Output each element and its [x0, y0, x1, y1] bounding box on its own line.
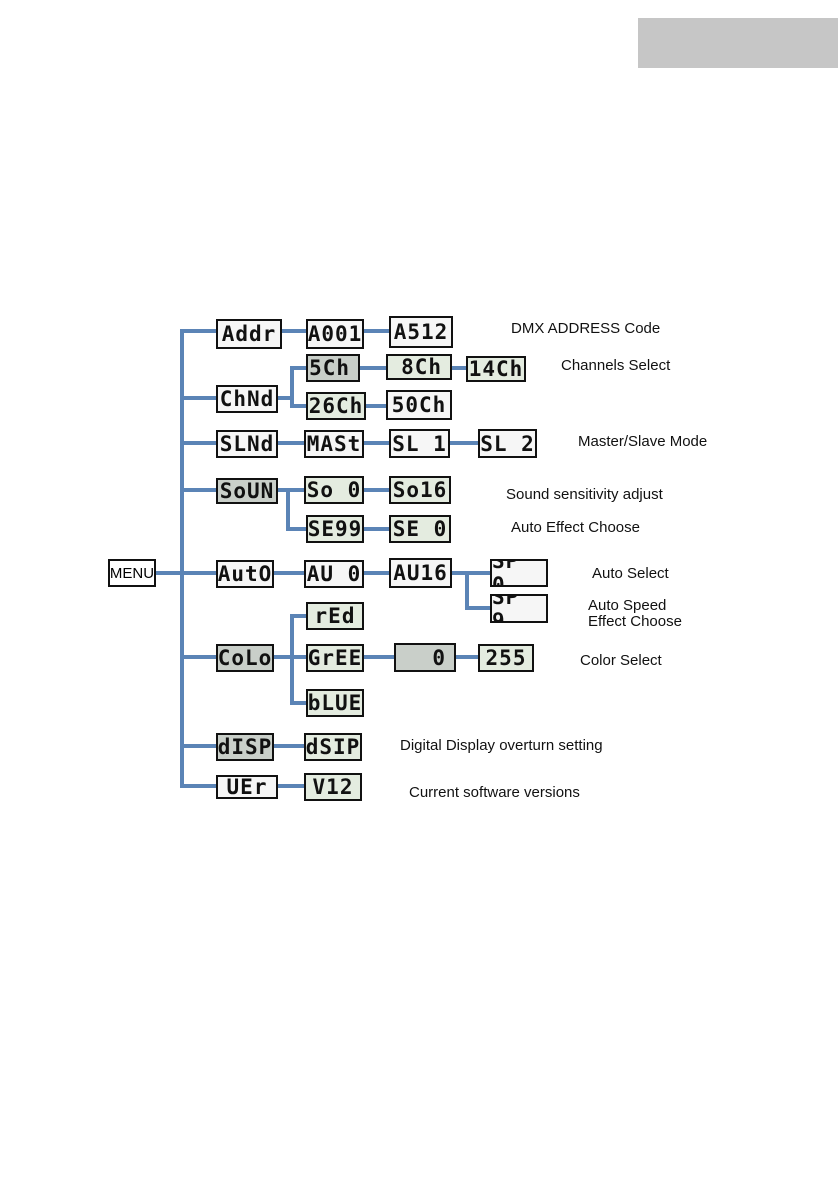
- lcd-a001: A001: [306, 319, 364, 349]
- lcd-sl2-text: SL 2: [480, 431, 535, 456]
- label-auto-effect: Auto Effect Choose: [511, 519, 640, 536]
- lcd-value-255: 255: [478, 644, 534, 672]
- lcd-a512: A512: [389, 316, 453, 348]
- lcd-ver: UEr: [216, 775, 278, 799]
- lcd-sl1-text: SL 1: [392, 431, 447, 456]
- lcd-chnd-text: ChNd: [219, 387, 275, 411]
- lcd-au16-text: AU16: [393, 561, 448, 585]
- lcd-value-0-text: 0: [432, 645, 446, 670]
- lcd-sp0-text: SP 0: [492, 559, 520, 587]
- lcd-ch26: 26Ch: [306, 392, 366, 420]
- lcd-ch50-text: 50Ch: [391, 393, 447, 417]
- lcd-se99-text: SE99: [307, 517, 363, 541]
- lcd-se0-text: SE 0: [392, 517, 448, 541]
- lcd-a001-text: A001: [307, 322, 363, 346]
- lcd-soun-text: SoUN: [219, 479, 275, 503]
- label-dmx-address: DMX ADDRESS Code: [511, 320, 661, 337]
- lcd-au0: AU 0: [304, 560, 364, 588]
- lcd-sl2: SL 2: [478, 429, 537, 458]
- lcd-so16: So16: [389, 476, 451, 504]
- lcd-gree-text: GrEE: [307, 646, 363, 670]
- lcd-so0: So 0: [304, 476, 364, 504]
- lcd-colo: CoLo: [216, 644, 274, 672]
- lcd-se0: SE 0: [389, 515, 451, 543]
- lcd-blue-text: bLUE: [307, 691, 363, 715]
- lcd-slnd-text: SLNd: [219, 432, 275, 456]
- lcd-disp-text: dISP: [217, 735, 273, 759]
- label-sound-sensitivity: Sound sensitivity adjust: [506, 486, 663, 503]
- label-effect-choose: Effect Choose: [588, 613, 682, 630]
- lcd-mast: MASt: [304, 430, 364, 458]
- lcd-ch8: 8Ch: [386, 354, 452, 380]
- lcd-ch14: 14Ch: [466, 356, 526, 382]
- label-auto-select: Auto Select: [592, 565, 669, 582]
- lcd-value-255-text: 255: [485, 646, 527, 670]
- lcd-sp9-text: SP 9: [492, 594, 520, 623]
- lcd-slnd: SLNd: [216, 430, 278, 458]
- label-color-select: Color Select: [580, 652, 662, 669]
- lcd-so16-text: So16: [392, 478, 448, 502]
- lcd-au16: AU16: [389, 558, 452, 588]
- lcd-au0-text: AU 0: [306, 562, 362, 586]
- lcd-mast-text: MASt: [306, 432, 362, 456]
- label-auto-speed: Auto Speed: [588, 597, 667, 614]
- lcd-dsip: dSIP: [304, 733, 362, 761]
- lcd-ch5-text: 5Ch: [309, 356, 350, 380]
- lcd-a512-text: A512: [393, 320, 449, 344]
- lcd-dsip-text: dSIP: [305, 735, 361, 759]
- page-tab: [638, 18, 838, 68]
- lcd-auto-text: AutO: [217, 562, 273, 586]
- lcd-disp: dISP: [216, 733, 274, 761]
- lcd-ver-text: UEr: [226, 775, 268, 799]
- lcd-soun: SoUN: [216, 478, 278, 504]
- lcd-blue: bLUE: [306, 689, 364, 717]
- lcd-ch8-text: 8Ch: [401, 355, 442, 379]
- lcd-red-text: rEd: [314, 604, 356, 628]
- lcd-colo-text: CoLo: [217, 646, 273, 670]
- lcd-auto: AutO: [216, 560, 274, 588]
- label-software-version: Current software versions: [409, 784, 580, 801]
- lcd-ch14-text: 14Ch: [468, 357, 524, 381]
- label-channels-select: Channels Select: [561, 357, 671, 374]
- label-master-slave: Master/Slave Mode: [578, 433, 708, 450]
- lcd-red: rEd: [306, 602, 364, 630]
- lcd-ch50: 50Ch: [386, 390, 452, 420]
- label-display-overturn: Digital Display overturn setting: [400, 737, 603, 754]
- lcd-addr: Addr: [216, 319, 282, 349]
- lcd-v12: V12: [304, 773, 362, 801]
- lcd-sl1: SL 1: [389, 429, 450, 458]
- lcd-ch26-text: 26Ch: [308, 394, 364, 418]
- lcd-addr-text: Addr: [221, 322, 277, 346]
- lcd-se99: SE99: [306, 515, 364, 543]
- lcd-sp0: SP 0: [490, 559, 548, 587]
- lcd-ch5: 5Ch: [306, 354, 360, 382]
- lcd-v12-text: V12: [312, 775, 354, 799]
- lcd-sp9: SP 9: [490, 594, 548, 623]
- lcd-value-0: 0: [394, 643, 456, 672]
- menu-box: MENU: [108, 559, 156, 587]
- menu-label: MENU: [109, 564, 155, 582]
- lcd-so0-text: So 0: [306, 478, 362, 502]
- lcd-gree: GrEE: [306, 644, 364, 672]
- lcd-chnd: ChNd: [216, 385, 278, 413]
